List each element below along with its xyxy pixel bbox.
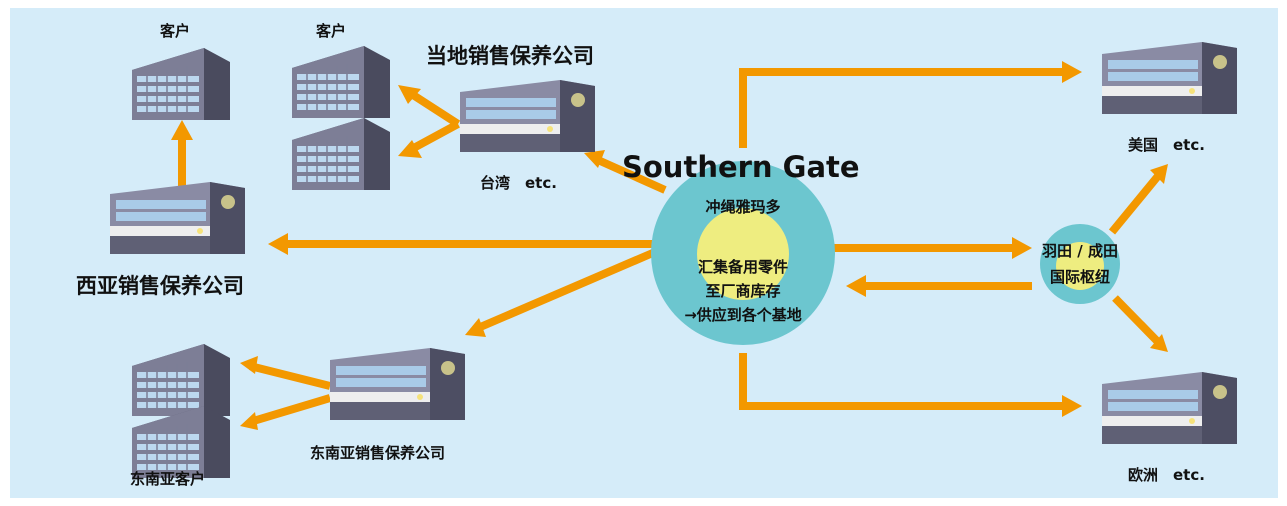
secondary-hub-line1: 羽田 / 成田: [1042, 242, 1118, 260]
diagram-canvas: 客户 客户 当地销售保养公司 台湾 etc. 西亚销售保养公司 东南亚销售保养公…: [10, 8, 1278, 498]
haneda-narita-core: [1056, 242, 1104, 290]
local-company-label: 当地销售保养公司: [426, 44, 594, 68]
hub-desc-line1: 汇集备用零件: [697, 258, 788, 276]
hub-location: 冲绳雅玛多: [705, 198, 781, 216]
usa-label: 美国 etc.: [1128, 136, 1205, 154]
southeast-asia-company-label: 东南亚销售保养公司: [310, 444, 446, 462]
secondary-hub-line2: 国际枢纽: [1049, 268, 1110, 286]
arrowheads: [171, 61, 1168, 430]
hub-title: Southern Gate: [622, 150, 860, 184]
taiwan-label: 台湾 etc.: [480, 174, 557, 192]
customer-label-1: 客户: [160, 22, 191, 40]
southeast-asia-customer-label: 东南亚客户: [130, 470, 206, 488]
hub-desc-line3: →供应到各个基地: [684, 306, 802, 324]
hub-core: [697, 208, 789, 300]
west-asia-company-label: 西亚销售保养公司: [76, 274, 244, 298]
europe-label: 欧洲 etc.: [1128, 466, 1205, 484]
hub-desc-line2: 至厂商库存: [705, 282, 781, 300]
customer-label-2: 客户: [316, 22, 347, 40]
diagram-graphics: [110, 42, 1237, 479]
arrows: [178, 68, 1162, 426]
